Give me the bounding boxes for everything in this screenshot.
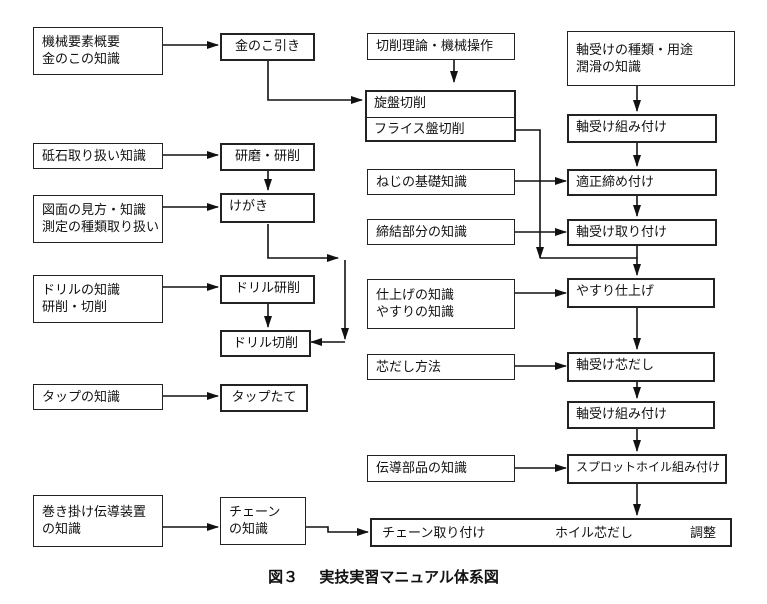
node-drill-seppaku: ドリル切削 [220,330,311,357]
node-text: チェーン取り付け [382,526,486,541]
node-tekisei-shimetsuke: 適正締め付け [567,169,717,196]
node-text: ドリルの知識 [42,283,121,298]
node-text: 軸受け芯だし [576,358,655,373]
node-text: 軸受け組み付け [576,407,668,422]
node-shiage: 仕上げの知識 やすりの知識 [367,279,515,329]
node-jikuuke-kumitsuke-2: 軸受け組み付け [567,401,715,429]
node-text: の知識 [42,522,82,537]
node-text: ドリル切削 [232,336,298,351]
node-text: ねじの基礎知識 [376,175,468,190]
node-text: 砥石取り扱い知識 [42,148,147,164]
node-kenma: 研磨・研削 [220,143,315,171]
node-jikuuke-shindashi: 軸受け芯だし [567,352,715,382]
node-zumen: 図面の見方・知識 測定の種類取り扱い [33,195,163,243]
node-text: 旋盤切削 [374,96,427,111]
node-text: 切削理論・機械操作 [376,39,494,54]
node-text: 測定の種類取り扱い [42,220,160,235]
node-text: 図面の見方・知識 [42,203,147,218]
node-tap-tate: タップたて [220,384,308,412]
node-text: スプロットホイル組み付け [576,460,721,474]
node-text: 調整 [690,526,717,541]
caption-number: 図３ [268,568,299,586]
node-kikai-youso: 機械要素概要 金のこの知識 [33,27,163,75]
node-text: ホイル芯だし [555,526,634,541]
node-text: 軸受け取り付け [576,225,668,240]
node-text: タップの知識 [42,389,121,405]
node-senban-fraise: 旋盤切削 フライス盤切削 [365,90,516,142]
node-kanoko-biki: 金のこ引き [220,33,315,61]
node-text: 芯だし方法 [376,360,442,375]
node-dendou: 伝導部品の知識 [367,455,515,482]
node-text: 潤滑の知識 [576,59,642,75]
node-text: ドリル研削 [234,281,300,296]
node-text: 適正締め付け [576,175,655,190]
node-teiketsu: 締結部分の知識 [367,219,515,245]
caption-title: 実技実習マニュアル体系図 [319,568,499,586]
node-text: やすり仕上げ [576,284,655,299]
node-text: 伝導部品の知識 [376,461,468,476]
node-drill-chishiki: ドリルの知識 研削・切削 [33,275,163,323]
node-kegaki: けがき [220,193,315,223]
node-final-steps: チェーン取り付け ホイル芯だし 調整 [370,518,732,547]
node-text: 軸受け組み付け [576,120,668,135]
node-text: 軸受けの種類・用途 [576,42,694,58]
node-text: 締結部分の知識 [376,225,468,240]
node-jikuuke-shurui: 軸受けの種類・用途 潤滑の知識 [567,31,735,86]
figure-caption: 図３ 実技実習マニュアル体系図 [0,566,767,587]
node-text: 巻き掛け伝導装置 [42,505,147,520]
node-yasuri-shiage: やすり仕上げ [567,278,715,308]
node-jikuuke-kumitsuke-1: 軸受け組み付け [567,114,717,143]
node-text: 金のこ引き [234,39,300,54]
divider [367,117,514,118]
node-text: 金のこの知識 [42,52,121,67]
node-text: チェーン [229,505,281,520]
node-makikake: 巻き掛け伝導装置 の知識 [33,495,163,547]
node-text: 仕上げの知識 [376,288,455,303]
node-neji: ねじの基礎知識 [367,169,515,195]
node-tap-chishiki: タップの知識 [33,384,163,410]
node-text: やすりの知識 [376,305,455,320]
node-toishi: 砥石取り扱い知識 [33,143,163,169]
node-jikuuke-toritsuke: 軸受け取り付け [567,219,717,246]
node-text: 研磨・研削 [234,149,300,164]
node-text: けがき [229,199,269,214]
node-text: の知識 [229,522,269,537]
node-text: タップたて [231,390,297,405]
node-drill-kenma: ドリル研削 [220,275,315,304]
node-text: 機械要素概要 [42,35,121,50]
node-text: フライス盤切削 [374,122,465,137]
node-sprocket: スプロットホイル組み付け [567,454,727,484]
node-shindashi-houhou: 芯だし方法 [367,354,515,380]
node-text: 研削・切削 [42,300,108,315]
node-chain-chishiki: チェーン の知識 [220,497,306,545]
node-seppaku-riron: 切削理論・機械操作 [367,33,515,60]
